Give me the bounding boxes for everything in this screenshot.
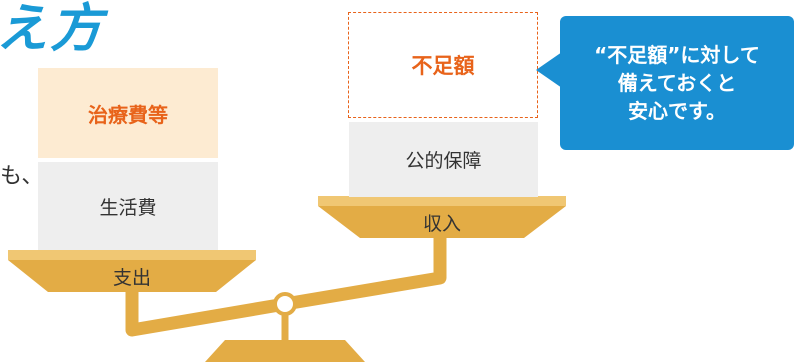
expenses-pan-label: 支出 <box>112 267 151 289</box>
scale-pivot <box>273 292 297 316</box>
income-pan-label: 収入 <box>422 213 461 235</box>
public-benefits-box: 公的保障 <box>349 122 538 197</box>
left-pan-top <box>8 250 256 260</box>
callout-line-3: 安心です。 <box>628 99 726 123</box>
callout-tail <box>536 52 562 88</box>
callout-line-1: “不足額”に対して <box>594 43 760 67</box>
left-pan <box>8 260 256 292</box>
cutoff-text: も、 <box>0 164 44 189</box>
callout-bubble: “不足額”に対して 備えておくと 安心です。 <box>560 16 794 150</box>
living-expenses-box: 生活費 <box>38 162 218 250</box>
right-pan <box>318 206 566 238</box>
right-pan-top <box>318 196 566 206</box>
callout-line-2: 備えておくと <box>617 71 737 95</box>
page-heading: え方 <box>0 0 105 59</box>
medical-expenses-box: 治療費等 <box>38 68 218 158</box>
shortfall-box: 不足額 <box>348 12 538 118</box>
scale-base <box>205 340 365 362</box>
